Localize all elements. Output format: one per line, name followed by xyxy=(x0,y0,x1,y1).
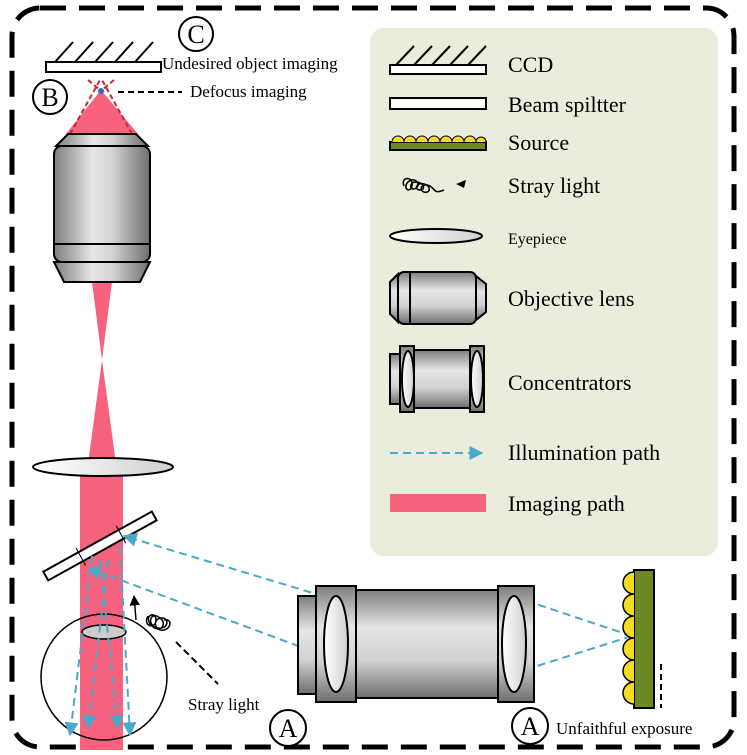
legend-source: Source xyxy=(508,130,569,155)
legend-panel xyxy=(370,28,718,556)
beam-splitter xyxy=(41,510,159,582)
objective-lens xyxy=(52,133,152,283)
outer-frame xyxy=(9,5,737,750)
beam-splitter-icon xyxy=(389,97,487,110)
legend-beam-splitter: Beam spiltter xyxy=(508,92,627,117)
objective-lens-icon xyxy=(389,271,487,325)
marker-b-text: B xyxy=(41,83,58,112)
marker-c-text: C xyxy=(187,20,204,49)
marker-c: C xyxy=(178,16,214,52)
stray-light-coil xyxy=(145,614,171,631)
unfaithful-label: Unfaithful exposure xyxy=(556,719,692,738)
stray-label: Stray light xyxy=(188,695,260,714)
source xyxy=(622,569,655,709)
legend-stray-light: Stray light xyxy=(508,173,600,198)
stray-light-icon xyxy=(402,177,445,194)
defocus-rays xyxy=(69,79,133,135)
ccd-icon xyxy=(389,45,487,75)
legend-eyepiece: Eyepiece xyxy=(508,231,567,248)
marker-a-right-text: A xyxy=(521,712,540,741)
ccd xyxy=(45,41,162,73)
legend-objective: Objective lens xyxy=(508,286,634,311)
imaging-beam xyxy=(66,90,138,750)
legend-imaging: Imaging path xyxy=(508,491,625,516)
marker-a-left: A xyxy=(269,709,307,747)
marker-a-right: A xyxy=(511,707,549,745)
concentrator xyxy=(297,585,535,703)
marker-b: B xyxy=(32,79,68,115)
stray-light-icon-arrow xyxy=(456,180,466,188)
marker-a-left-text: A xyxy=(279,714,298,743)
legend-ccd: CCD xyxy=(508,52,553,77)
focus-point xyxy=(98,88,104,94)
eyepiece-icon xyxy=(389,228,483,244)
source-icon xyxy=(389,135,487,151)
imaging-path-icon xyxy=(390,494,486,512)
eye xyxy=(40,613,168,741)
legend-illumination: Illumination path xyxy=(508,440,660,465)
concentrator-icon xyxy=(389,345,485,413)
stray-arrow xyxy=(129,594,141,621)
legend-concentrators: Concentrators xyxy=(508,370,631,395)
stray-leader xyxy=(175,641,219,685)
defocus-label: Defocus imaging xyxy=(190,82,307,101)
eyepiece xyxy=(32,457,174,477)
undesired-label: Undesired object imaging xyxy=(162,54,338,73)
